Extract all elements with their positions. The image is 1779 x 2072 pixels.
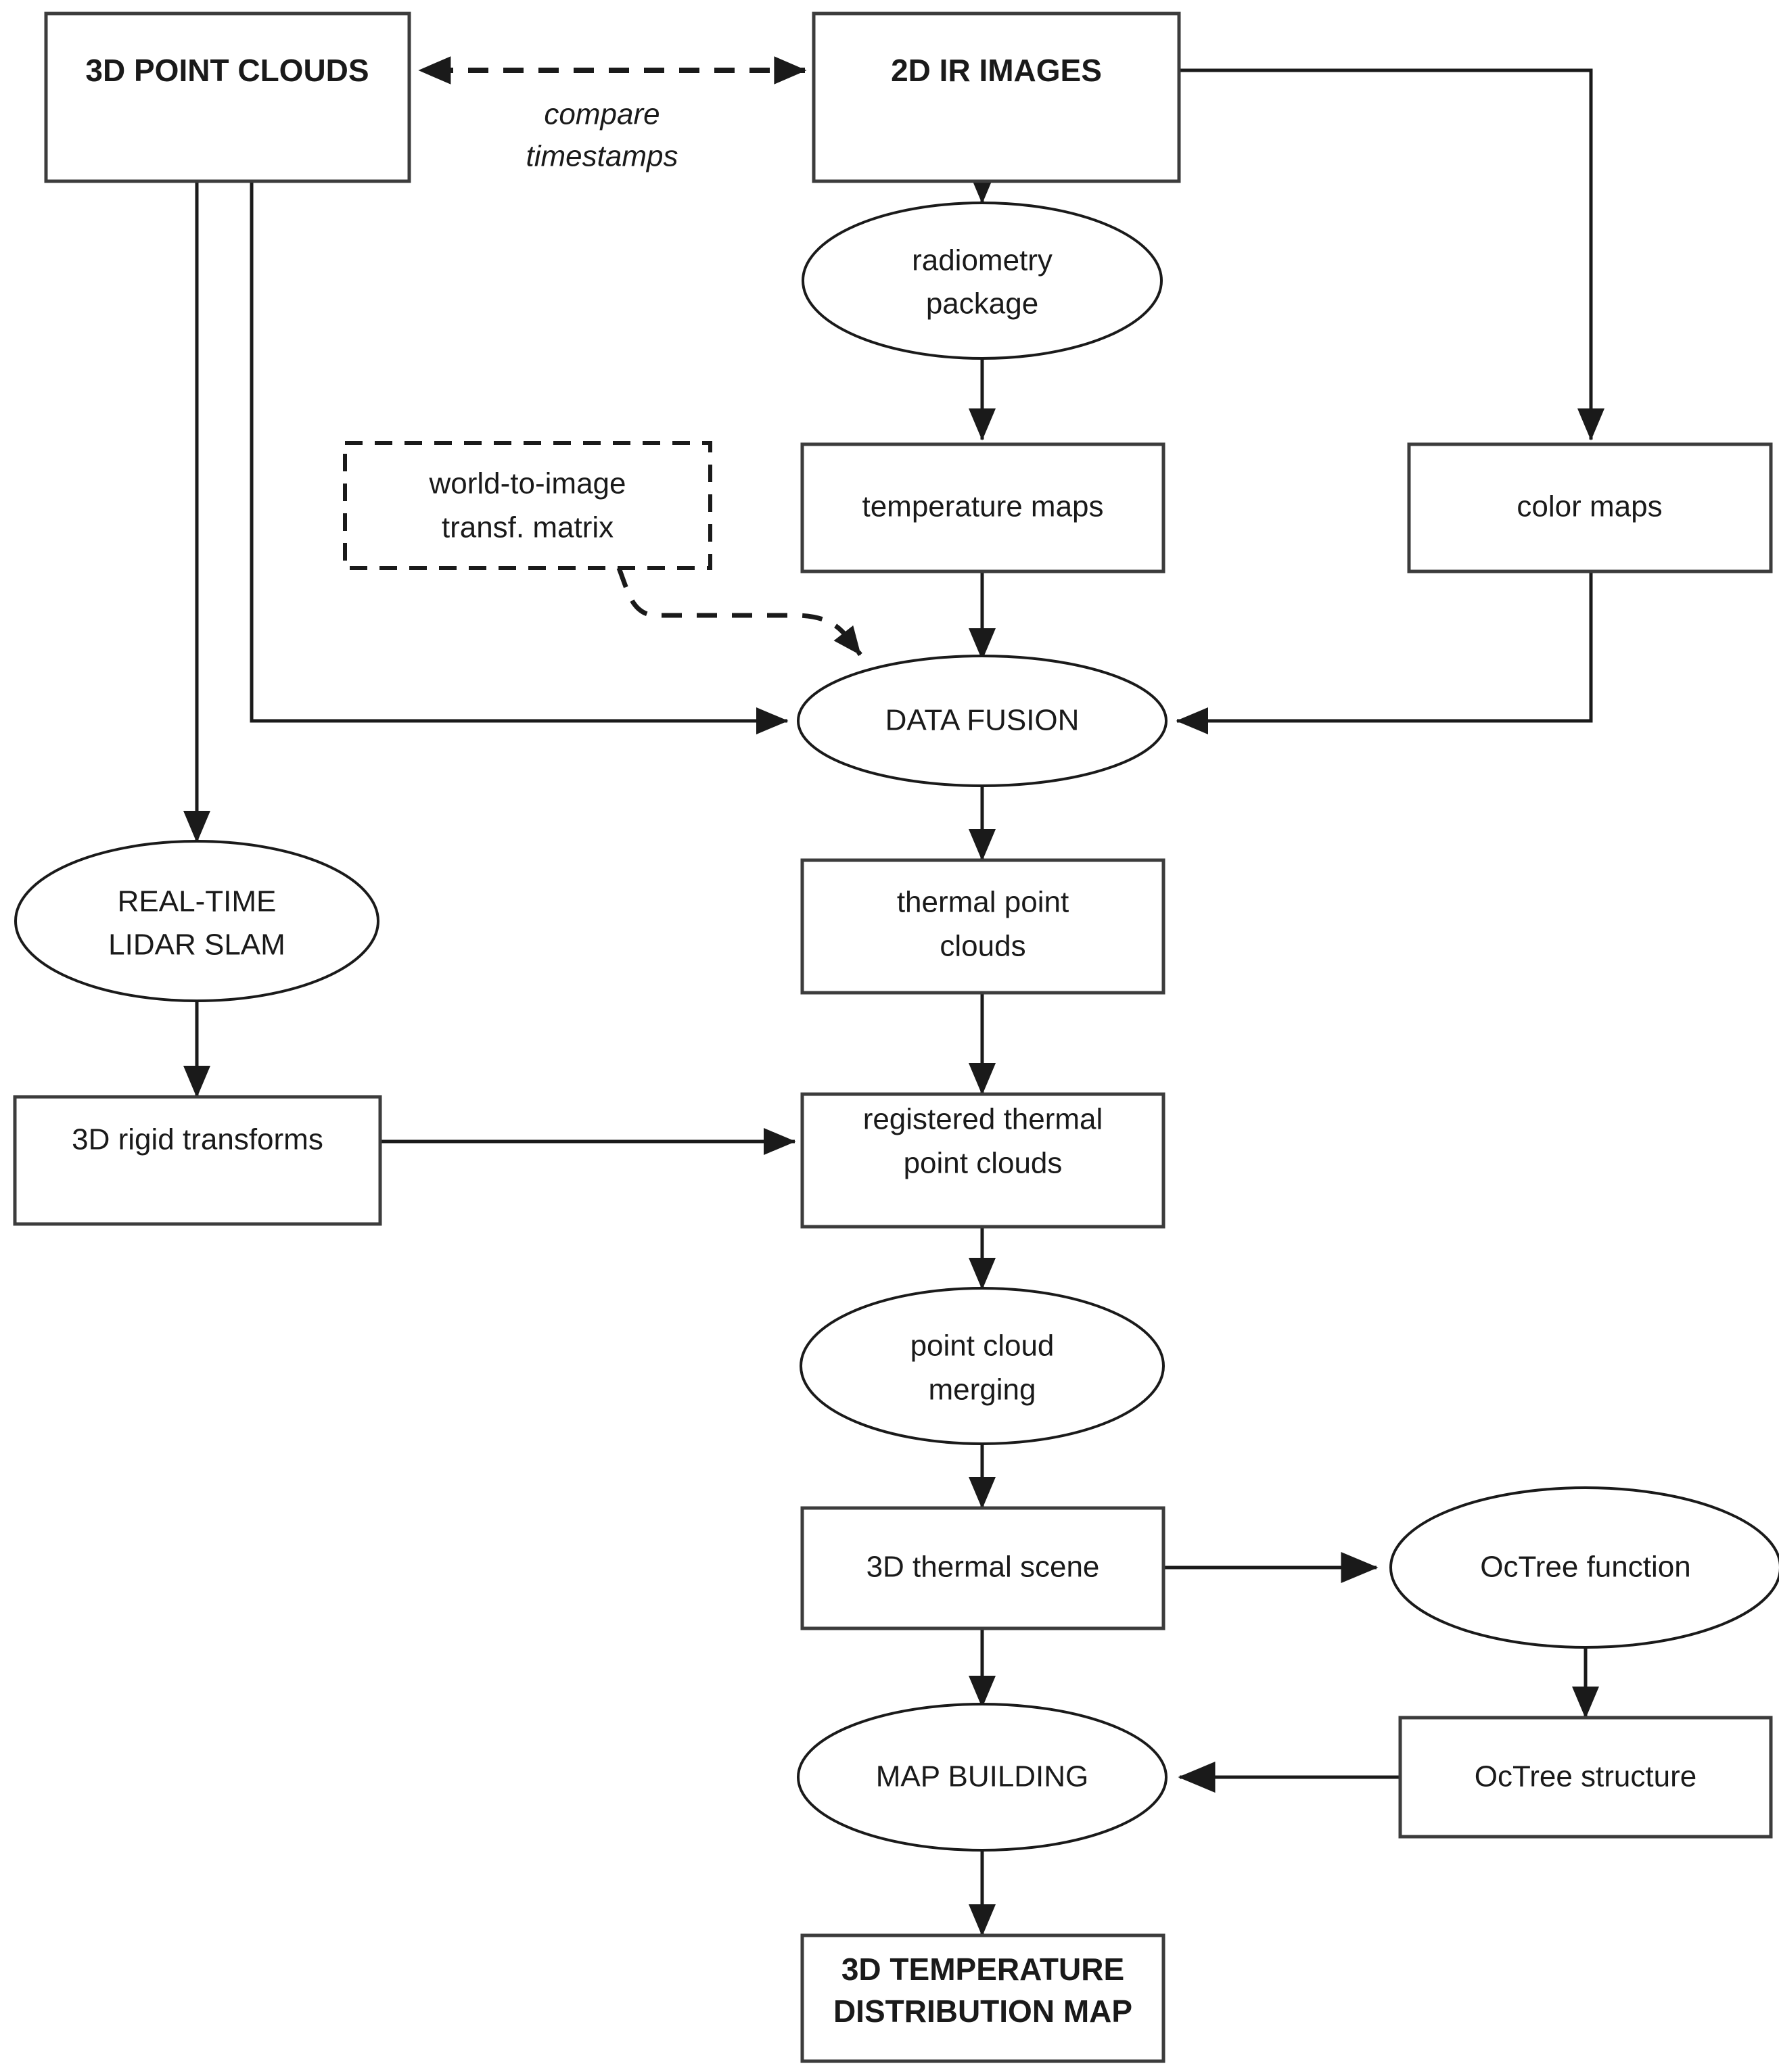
node-temperature-map-line2: DISTRIBUTION MAP <box>833 1994 1132 2029</box>
compare-timestamps-line1: compare <box>544 98 660 131</box>
edge-color-maps-to-data-fusion <box>1176 571 1593 734</box>
node-map-building-label: MAP BUILDING <box>876 1760 1089 1793</box>
node-thermal-scene-label: 3D thermal scene <box>867 1551 1100 1584</box>
node-world-to-image-label-line2: transf. matrix <box>442 511 614 544</box>
node-thermal-scene[interactable]: 3D thermal scene <box>800 1506 1165 1630</box>
node-octree-structure-label: OcTree structure <box>1475 1760 1696 1793</box>
node-octree-function[interactable]: OcTree function <box>1389 1486 1779 1649</box>
node-temperature-maps[interactable]: temperature maps <box>800 442 1165 573</box>
edge-label-compare-timestamps: compare timestamps <box>509 91 695 183</box>
edge-world-to-image-to-data-fusion <box>616 567 862 657</box>
node-radiometry-label-line1: radiometry <box>912 244 1053 277</box>
node-point-clouds-label: 3D POINT CLOUDS <box>85 53 369 88</box>
node-pc-merging-line2: merging <box>929 1373 1036 1407</box>
node-world-to-image-matrix[interactable]: world-to-image transf. matrix <box>343 441 712 570</box>
node-octree-structure[interactable]: OcTree structure <box>1398 1716 1773 1839</box>
node-ir-images-label: 2D IR IMAGES <box>891 53 1102 88</box>
node-registered-thermal-point-clouds[interactable]: registered thermal point clouds <box>800 1092 1165 1229</box>
node-thermal-point-clouds[interactable]: thermal point clouds <box>800 858 1165 995</box>
node-world-to-image-label-line1: world-to-image <box>429 467 626 500</box>
node-radiometry-label-line2: package <box>926 287 1038 321</box>
node-temperature-maps-label: temperature maps <box>862 490 1103 523</box>
node-rigid-transforms[interactable]: 3D rigid transforms <box>13 1095 382 1226</box>
compare-timestamps-line2: timestamps <box>526 140 678 173</box>
node-data-fusion[interactable]: DATA FUSION <box>797 655 1168 787</box>
node-map-building[interactable]: MAP BUILDING <box>797 1703 1168 1852</box>
node-lidar-slam-label-line1: REAL-TIME <box>118 885 277 918</box>
node-octree-function-label: OcTree function <box>1480 1551 1690 1584</box>
node-radiometry-package[interactable]: radiometry package <box>802 202 1163 360</box>
edge-point-clouds-to-data-fusion <box>250 181 789 734</box>
node-temperature-distribution-map[interactable]: 3D TEMPERATURE DISTRIBUTION MAP <box>800 1933 1165 2063</box>
node-lidar-slam[interactable]: REAL-TIME LIDAR SLAM <box>14 840 379 1002</box>
node-color-maps-label: color maps <box>1517 490 1662 523</box>
node-registered-line2: point clouds <box>904 1147 1063 1180</box>
node-thermal-point-clouds-line2: clouds <box>940 930 1025 963</box>
node-rigid-transforms-label: 3D rigid transforms <box>72 1123 323 1156</box>
node-thermal-point-clouds-line1: thermal point <box>897 886 1069 919</box>
node-color-maps[interactable]: color maps <box>1407 442 1773 573</box>
node-point-cloud-merging[interactable]: point cloud merging <box>800 1287 1165 1445</box>
node-data-fusion-label: DATA FUSION <box>885 704 1080 737</box>
node-lidar-slam-label-line2: LIDAR SLAM <box>108 928 285 962</box>
edge-ir-images-to-color-maps <box>1180 68 1604 441</box>
node-ir-images[interactable]: 2D IR IMAGES <box>812 11 1181 183</box>
node-temperature-map-line1: 3D TEMPERATURE <box>841 1952 1124 1987</box>
node-registered-line1: registered thermal <box>863 1103 1103 1136</box>
node-pc-merging-line1: point cloud <box>910 1329 1055 1363</box>
node-point-clouds[interactable]: 3D POINT CLOUDS <box>44 11 411 183</box>
